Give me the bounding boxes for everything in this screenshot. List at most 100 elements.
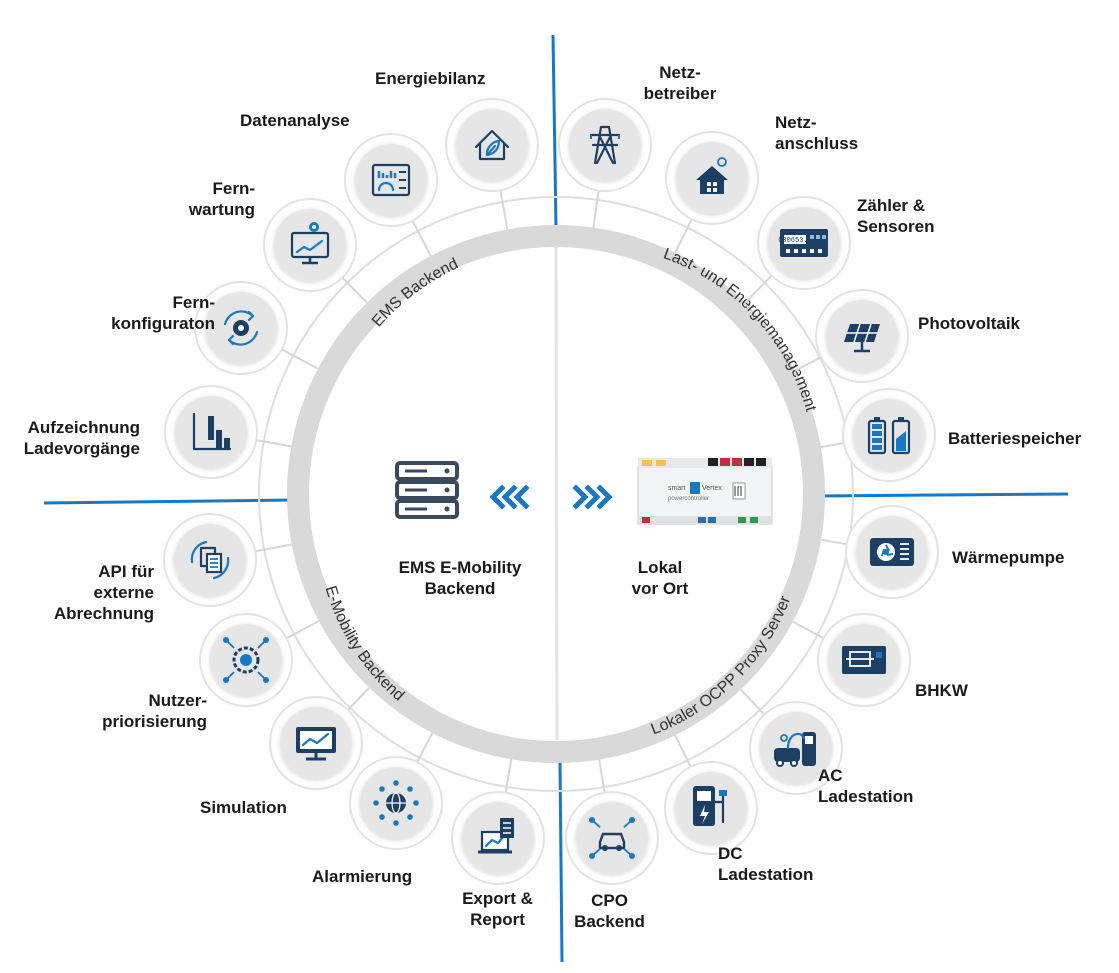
center-right-label-line1: Lokal (637, 558, 683, 577)
label-line: AC (818, 766, 843, 785)
label-netzbetreiber: Netz-betreiber (635, 62, 725, 104)
connector-api (254, 543, 292, 553)
connector-netzanschluss (674, 218, 693, 254)
power-controller-device: smart Vertex powercontroller (637, 458, 773, 525)
label-line: API für (98, 562, 154, 581)
label-alarmierung: Alarmierung (312, 866, 442, 887)
globe-network-icon (373, 780, 419, 826)
label-batteriespeicher: Batteriespeicher (948, 428, 1098, 449)
label-line: Backend (574, 912, 645, 931)
outer-ring (258, 196, 854, 792)
label-line: konfiguraton (111, 314, 215, 333)
car-network-icon (589, 817, 635, 859)
dc-charger-icon (693, 786, 727, 826)
node-circle-batteriespeicher (853, 399, 925, 471)
connector-datenanalyse (411, 220, 432, 257)
connector-photovoltaik (794, 356, 822, 372)
label-line: Sensoren (857, 217, 935, 236)
dashboard-icon (371, 163, 411, 197)
label-export: Export &Report (455, 888, 540, 930)
server-icon (395, 461, 459, 519)
node-circle-cpo (576, 802, 648, 874)
label-line: Netz- (659, 63, 701, 82)
ac-charger-icon (774, 732, 816, 767)
label-simulation: Simulation (200, 797, 310, 818)
laptop-report-icon (478, 818, 514, 854)
connector-fernwartung (341, 277, 368, 304)
label-fernwartung: Fern-wartung (150, 178, 255, 220)
label-line: priorisierung (102, 712, 207, 731)
connector-export (504, 759, 513, 793)
house-leaf-icon (474, 129, 510, 161)
node-circle-fernwartung (274, 209, 346, 281)
label-netzanschluss: Netz-anschluss (775, 112, 859, 154)
label-line: Abrechnung (53, 604, 154, 623)
label-line: Datenanalyse (240, 111, 350, 130)
label-line: Zähler & (857, 196, 926, 215)
label-waermepumpe: Wärmepumpe (952, 547, 1082, 568)
label-line: betreiber (643, 84, 717, 103)
label-line: Photovoltaik (918, 314, 1021, 333)
connector-zaehler (744, 275, 773, 304)
label-photovoltaik: Photovoltaik (918, 313, 1048, 334)
chevron-left-arrows-icon (489, 484, 530, 510)
label-line: Nutzer- (148, 691, 207, 710)
connector-nutzerpriorisierung (286, 620, 320, 640)
connector-alarmierung (416, 732, 434, 763)
battery-icon (867, 417, 911, 455)
label-energiebilanz: Energiebilanz (375, 68, 515, 89)
bar-chart-icon (192, 412, 232, 451)
document-sync-icon (190, 540, 230, 580)
connector-batteriespeicher (820, 442, 844, 449)
label-line: Netz- (775, 113, 817, 132)
chevron-right-arrows-icon (572, 484, 613, 510)
center-right-label: Lokal vor Ort (610, 557, 710, 599)
center-left-label: EMS E-Mobility Backend (380, 557, 540, 599)
svg-text:000653.8: 000653.8 (778, 237, 812, 245)
label-line: Alarmierung (312, 867, 413, 886)
gear-refresh-icon (223, 310, 259, 346)
label-line: Fern- (212, 179, 256, 198)
connector-energiebilanz (499, 190, 509, 230)
monitor-chart-icon (296, 727, 336, 761)
center-left-label-line2: Backend (424, 579, 496, 598)
center-separator (554, 245, 559, 741)
svg-text:Vertex: Vertex (702, 485, 722, 492)
connector-netzbetreiber (592, 190, 600, 228)
label-line: anschluss (775, 134, 859, 153)
label-fernkonfiguration: Fern-konfiguraton (80, 292, 215, 334)
center-right-label-line2: vor Ort (631, 579, 689, 598)
label-line: Energiebilanz (375, 69, 486, 88)
connector-fernkonfiguration (281, 348, 319, 370)
center-left-label-line1: EMS E-Mobility (398, 558, 522, 577)
svg-text:powercontroller: powercontroller (668, 496, 709, 502)
quadrant-dividers (43, 34, 1069, 963)
svg-text:smart: smart (668, 485, 686, 492)
node-circle-datenanalyse (355, 144, 427, 216)
chp-unit-icon (842, 646, 886, 674)
connector-waermepumpe (820, 538, 847, 546)
label-line: Fern- (172, 293, 216, 312)
connector-ac (740, 688, 766, 716)
power-pylon-icon (589, 125, 621, 165)
label-zaehler: Zähler & Sensoren (857, 195, 957, 237)
label-line: Aufzeichnung (27, 418, 140, 437)
connector-simulation (347, 686, 371, 711)
label-line: Batteriespeicher (948, 429, 1082, 448)
label-line: BHKW (915, 681, 968, 700)
label-line: Ladevorgänge (23, 439, 140, 458)
label-nutzerpriorisierung: Nutzer-priorisierung (95, 690, 207, 732)
label-line: wartung (188, 200, 255, 219)
main-ring (287, 225, 825, 763)
meter-icon: 000653.8 (778, 229, 828, 257)
connector-bhkw (792, 620, 824, 640)
label-bhkw: BHKW (915, 680, 975, 701)
monitor-gear-icon (290, 222, 330, 265)
connector-dc (674, 734, 692, 768)
label-line: Export & (462, 889, 533, 908)
